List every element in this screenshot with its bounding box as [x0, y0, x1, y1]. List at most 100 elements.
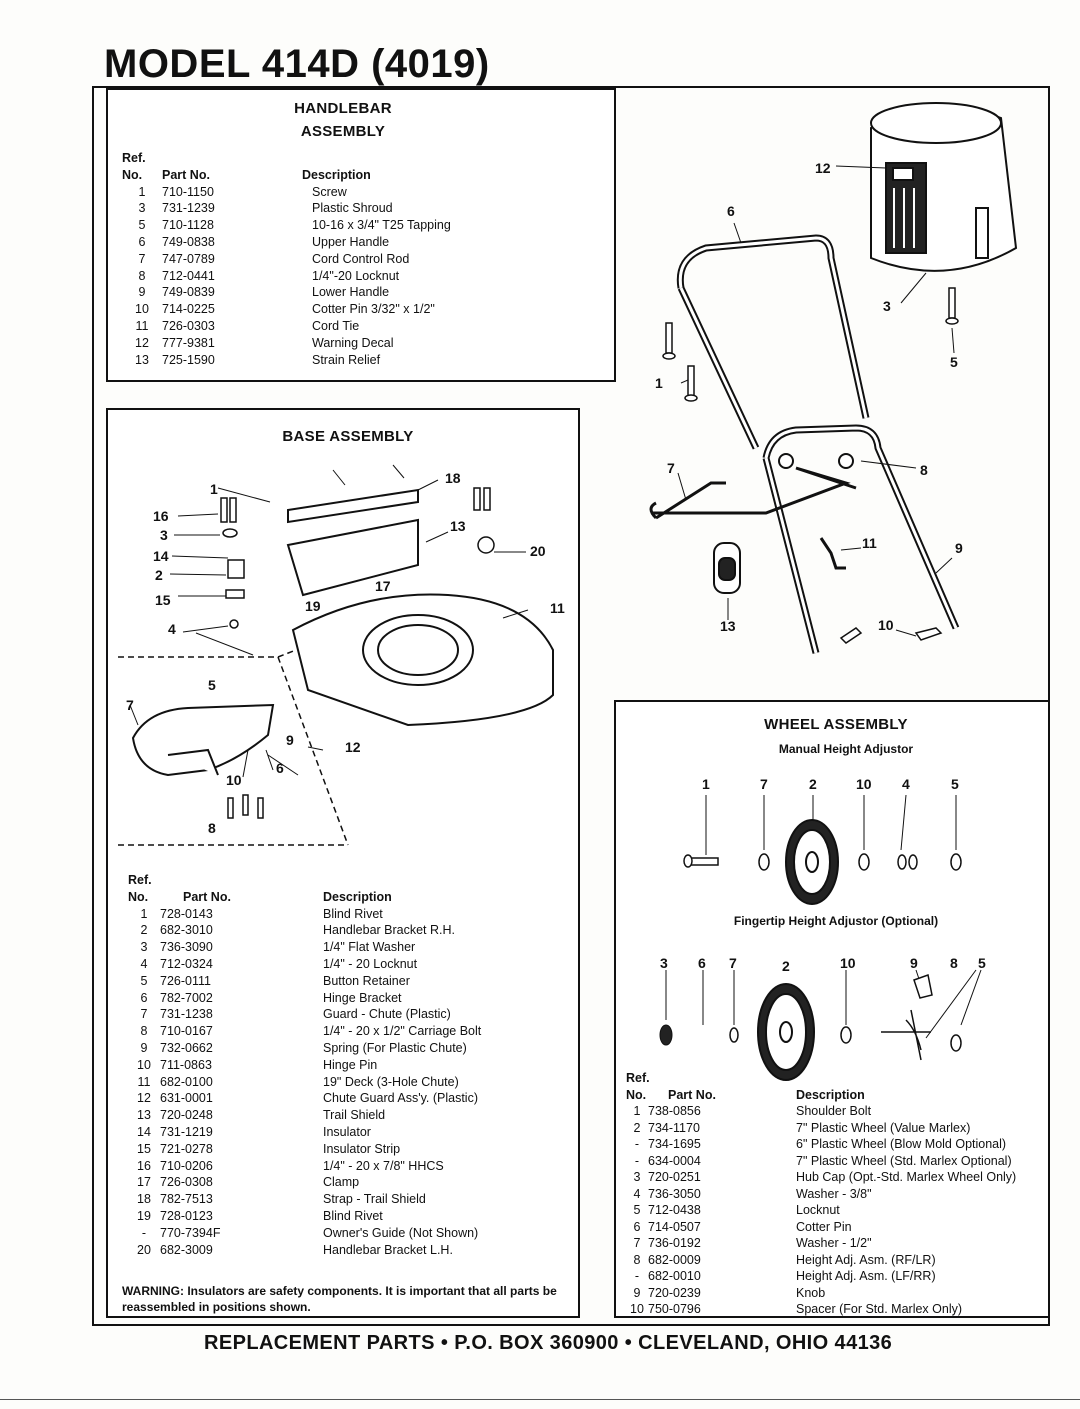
description-cell: Locknut: [796, 1203, 840, 1217]
part-header: Part No.: [183, 889, 231, 904]
callout-6: 6: [727, 203, 735, 219]
callout-3: 3: [160, 527, 168, 543]
callout-16: 16: [153, 508, 169, 524]
ref-cell: 13: [137, 1108, 151, 1123]
manual-callout-10: 10: [856, 776, 872, 792]
plastic-shroud-drawing: [870, 102, 1018, 272]
part-number-cell: 731-1238: [160, 1007, 213, 1022]
ref-cell: 2: [140, 923, 148, 938]
ref-cell: 7: [138, 251, 146, 266]
ref-cell: -: [141, 1225, 147, 1240]
cord-control-rod-drawing: [649, 466, 857, 520]
ref-cell: 6: [138, 234, 146, 249]
ref-cell: 11: [135, 318, 149, 333]
cotter-pin-drawing: [839, 627, 943, 644]
description-cell: Strap - Trail Shield: [323, 1192, 426, 1207]
ref-cell: 8: [633, 1252, 641, 1267]
part-number-cell: 631-0001: [160, 1091, 213, 1106]
callout-14: 14: [153, 548, 169, 564]
ref-cell: 1: [633, 1104, 641, 1118]
cord-tie-drawing: [819, 537, 846, 570]
description-cell: Guard - Chute (Plastic): [323, 1007, 451, 1022]
callout-13: 13: [450, 518, 466, 534]
ref-cell: 17: [137, 1175, 151, 1190]
part-number-cell: 782-7513: [160, 1192, 213, 1207]
bottom-rule: [0, 1399, 1080, 1400]
description-cell: Handlebar Bracket R.H.: [323, 923, 456, 938]
strap-trail-shield-drawing: [286, 488, 419, 597]
ref-cell: -: [634, 1269, 640, 1283]
fingertip-callout-7: 7: [729, 955, 737, 971]
ref-cell: 9: [138, 285, 146, 300]
warning-note: WARNING: Insulators are safety component…: [122, 1284, 557, 1314]
part-number-cell: 726-0303: [162, 318, 215, 333]
manual-callout-5: 5: [951, 776, 959, 792]
description-cell: 1/4" - 20 x 7/8" HHCS: [323, 1158, 444, 1173]
part-number-cell: 736-3090: [160, 940, 213, 955]
description-cell: Blind Rivet: [323, 906, 383, 921]
wheel-drawing: [785, 819, 839, 905]
description-cell: 6" Plastic Wheel (Blow Mold Optional): [796, 1137, 1007, 1151]
base-assembly-title: BASE ASSEMBLY: [282, 428, 414, 445]
deck-drawing: [291, 593, 554, 727]
ref-cell: 8: [138, 268, 146, 283]
callout-8: 8: [208, 820, 216, 836]
description-cell: Handlebar Bracket L.H.: [323, 1242, 453, 1257]
description-cell: Clamp: [323, 1175, 360, 1190]
description-cell: Spacer (For Std. Marlex Only): [796, 1302, 963, 1316]
optional-wheel-drawing: [757, 983, 815, 1081]
ref-cell: 10: [137, 1057, 151, 1072]
part-number-cell: 734-1170: [648, 1120, 700, 1135]
description-cell: 7" Plastic Wheel (Value Marlex): [796, 1120, 971, 1135]
ref-cell: 5: [138, 218, 146, 233]
part-number-cell: 634-0004: [648, 1153, 701, 1168]
callout-10: 10: [878, 617, 894, 633]
ref-cell: 9: [633, 1285, 641, 1300]
description-cell: Cotter Pin 3/32" x 1/2": [312, 302, 435, 317]
part-number-cell: 736-3050: [648, 1186, 701, 1201]
part-number-cell: 726-0111: [160, 973, 211, 988]
callout-5: 5: [950, 354, 958, 370]
handlebar-table-box: HANDLEBAR ASSEMBLY Ref. No. Part No. Des…: [106, 88, 616, 382]
ref-cell: 4: [633, 1186, 641, 1201]
callout-20: 20: [530, 543, 546, 559]
description-cell: Cord Control Rod: [312, 251, 410, 266]
manual-callout-4: 4: [902, 776, 910, 792]
description-cell: Warning Decal: [312, 335, 394, 350]
description-cell: 1/4" Flat Washer: [323, 940, 416, 955]
callout-8: 8: [920, 462, 928, 478]
table-row: 18 782-7513 Strap - Trail Shield: [128, 1191, 568, 1208]
fingertip-callout-8: 8: [950, 955, 958, 971]
part-number-cell: 738-0856: [648, 1104, 701, 1118]
callout-6: 6: [276, 760, 284, 776]
part-number-cell: 682-3010: [160, 923, 213, 938]
ref-cell: 7: [633, 1236, 641, 1250]
callout-13: 13: [720, 618, 736, 634]
part-number-cell: 747-0789: [162, 251, 215, 266]
ref-cell: 15: [137, 1141, 151, 1156]
ref-cell: 18: [137, 1192, 151, 1207]
description-cell: Insulator Strip: [323, 1141, 401, 1156]
manual-callout-2: 2: [809, 776, 817, 792]
ref-cell: 6: [140, 990, 148, 1005]
manual-height-adjustor-subtitle: Manual Height Adjustor: [778, 742, 914, 756]
callout-9: 9: [955, 540, 963, 556]
ref-cell: 1: [140, 906, 148, 921]
ref-header: No.: [122, 167, 143, 182]
callout-4: 4: [168, 621, 176, 637]
upper-handle-drawing: [676, 234, 870, 419]
part-number-cell: 728-0143: [160, 906, 213, 921]
